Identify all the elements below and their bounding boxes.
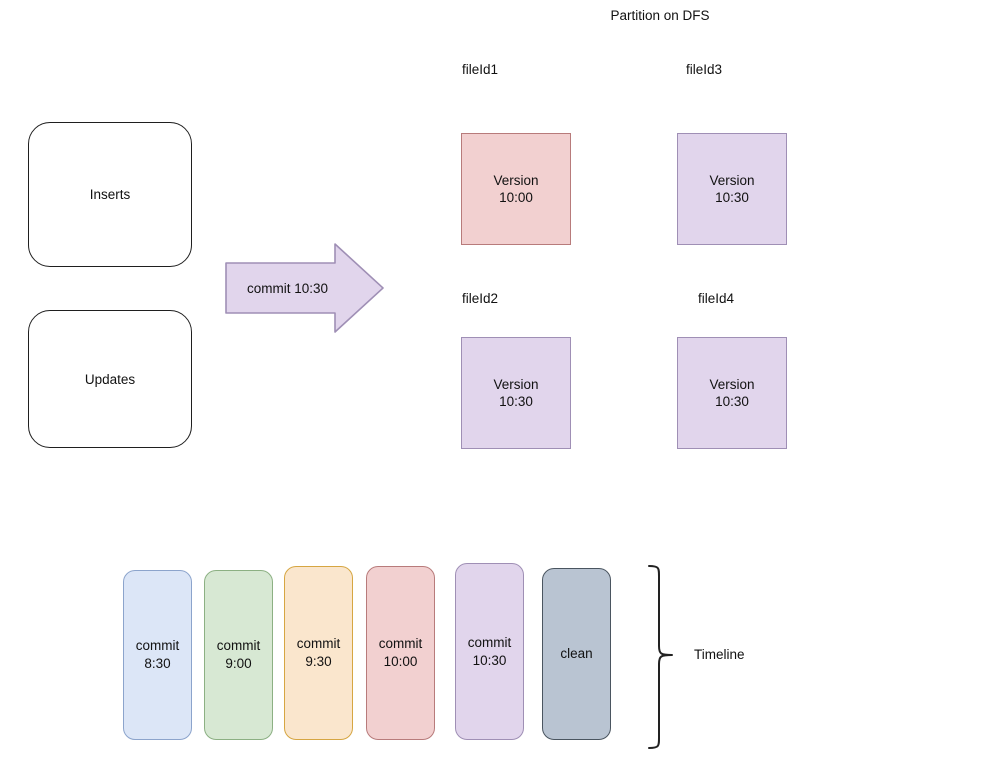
timeline-label: Timeline: [694, 647, 745, 662]
timeline-item-commit-830[interactable]: commit 8:30: [123, 570, 192, 740]
source-box-updates[interactable]: Updates: [28, 310, 192, 448]
file-label-fileid2: fileId2: [462, 291, 499, 306]
arrow-icon: [225, 243, 384, 333]
timeline-item-line1: clean: [560, 646, 593, 662]
file-box-fileid1-time: 10:00: [499, 190, 533, 205]
commit-arrow[interactable]: commit 10:30: [225, 243, 385, 333]
timeline-item-line2: 10:00: [383, 654, 418, 669]
timeline-item-line1: commit: [296, 636, 341, 652]
timeline-item-line1: commit: [467, 634, 512, 650]
file-box-fileid1-version: Version: [493, 172, 539, 188]
file-box-fileid1[interactable]: Version 10:00: [461, 133, 571, 245]
file-box-fileid4[interactable]: Version 10:30: [677, 337, 787, 449]
timeline-item-line1: commit: [216, 638, 261, 654]
file-label-fileid1: fileId1: [462, 62, 499, 77]
source-box-inserts-label: Inserts: [89, 187, 131, 202]
file-box-fileid2-version: Version: [493, 376, 539, 392]
timeline-item-line1: commit: [378, 636, 423, 652]
file-label-fileid4: fileId4: [698, 291, 735, 306]
timeline-item-commit-1000[interactable]: commit 10:00: [366, 566, 435, 740]
file-box-fileid2-time: 10:30: [499, 394, 533, 409]
file-label-fileid3: fileId3: [686, 62, 723, 77]
file-box-fileid4-version: Version: [709, 376, 755, 392]
timeline-item-commit-1030[interactable]: commit 10:30: [455, 563, 524, 740]
timeline-item-commit-930[interactable]: commit 9:30: [284, 566, 353, 740]
timeline-brace: [645, 562, 685, 752]
timeline-item-line2: 9:30: [305, 654, 332, 669]
file-box-fileid3-time: 10:30: [715, 190, 749, 205]
timeline-item-line1: commit: [135, 638, 180, 654]
timeline-item-line2: 8:30: [144, 656, 171, 671]
timeline-item-line2: 10:30: [472, 652, 507, 668]
page-title: Partition on DFS: [610, 8, 710, 23]
source-box-updates-label: Updates: [84, 371, 136, 387]
file-box-fileid4-time: 10:30: [715, 394, 749, 409]
file-box-fileid3-version: Version: [709, 172, 755, 188]
brace-icon: [648, 565, 673, 749]
timeline-item-commit-900[interactable]: commit 9:00: [204, 570, 273, 740]
file-box-fileid2[interactable]: Version 10:30: [461, 337, 571, 449]
timeline-item-line2: 9:00: [225, 656, 252, 671]
timeline-item-clean[interactable]: clean: [542, 568, 611, 740]
file-box-fileid3[interactable]: Version 10:30: [677, 133, 787, 245]
source-box-inserts[interactable]: Inserts: [28, 122, 192, 267]
